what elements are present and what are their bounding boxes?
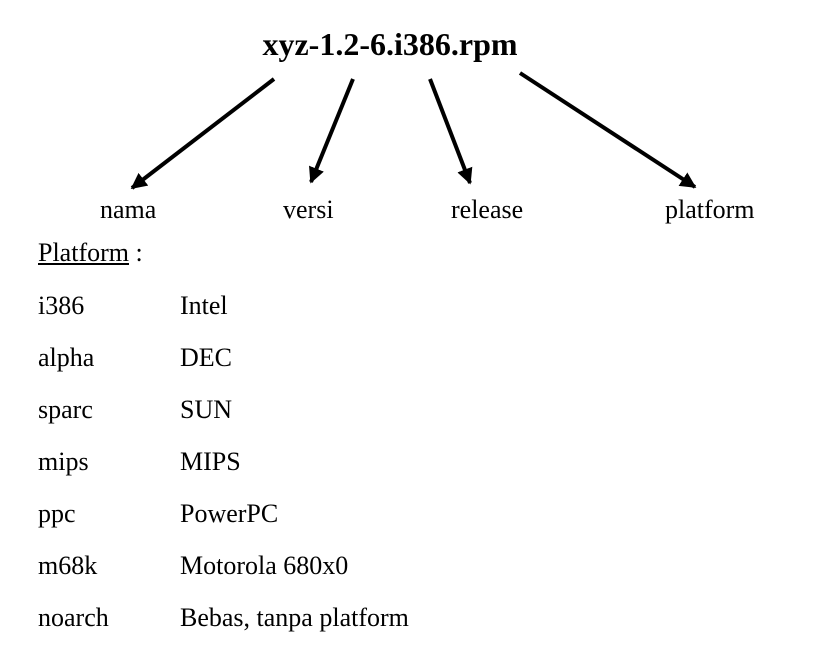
arrow-to-versi: [309, 78, 355, 184]
arrow-to-platform: [518, 71, 697, 189]
part-label-release: release: [451, 195, 524, 224]
platform-code: alpha: [38, 343, 95, 372]
arrow-to-release: [428, 78, 473, 185]
part-label-versi: versi: [283, 195, 334, 224]
platform-name: Bebas, tanpa platform: [180, 603, 409, 632]
platform-name: SUN: [180, 395, 233, 424]
platform-section-heading: Platform :: [38, 238, 143, 268]
platform-name: DEC: [180, 343, 232, 372]
platform-code: ppc: [38, 499, 76, 528]
platform-code: mips: [38, 447, 89, 476]
part-label-nama: nama: [100, 195, 157, 224]
platform-name: Motorola 680x0: [180, 551, 349, 580]
platform-name: Intel: [180, 291, 228, 320]
arrow-to-nama: [130, 77, 276, 190]
platform-heading-text: Platform: [38, 238, 129, 267]
platform-heading-suffix: :: [129, 238, 143, 267]
platform-name: MIPS: [180, 447, 241, 476]
platform-code: m68k: [38, 551, 98, 580]
part-label-platform: platform: [665, 195, 755, 224]
platform-name: PowerPC: [180, 499, 279, 528]
platform-code: noarch: [38, 603, 109, 632]
platform-code: i386: [38, 291, 85, 320]
arrows-layer: [130, 71, 697, 190]
platform-code: sparc: [38, 395, 93, 424]
diagram-title: xyz-1.2-6.i386.rpm: [262, 26, 518, 62]
